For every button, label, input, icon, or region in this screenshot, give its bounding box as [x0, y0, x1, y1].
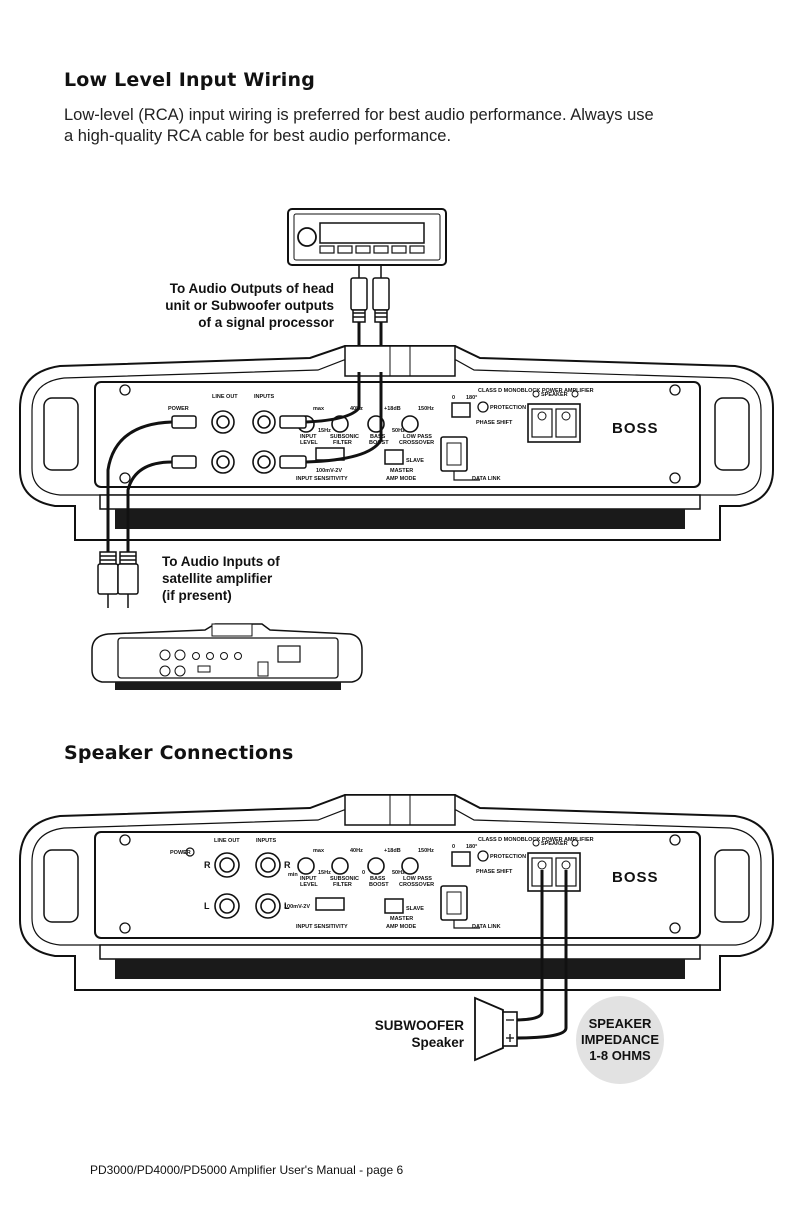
amp2-lowpass-2: CROSSOVER — [399, 882, 434, 888]
amp1-150hz-label: 150Hz — [418, 406, 434, 412]
amp1-slave: SLAVE — [406, 458, 424, 464]
amp1-amp-mode: AMP MODE — [386, 476, 416, 482]
amp1-phase-shift: PHASE SHIFT — [476, 420, 513, 426]
amp1-18db-label: +18dB — [384, 406, 401, 412]
amp2-min-label: min — [288, 872, 298, 878]
amp2-bass-boost-1: BASS — [370, 876, 386, 882]
intro-line-2: a high-quality RCA cable for best audio … — [64, 127, 452, 145]
callout-head-unit-outputs: To Audio Outputs of head unit or Subwoof… — [148, 280, 334, 331]
amplifier-2-illustration — [19, 794, 774, 991]
amp1-input-level-2: LEVEL — [300, 440, 318, 446]
amp1-bass-boost-1: BASS — [370, 434, 386, 440]
impedance-label: SPEAKER IMPEDANCE 1-8 OHMS — [576, 1016, 664, 1064]
amp2-phase-0: 0 — [452, 844, 455, 850]
callout-outputs-line-3: of a signal processor — [198, 315, 334, 330]
amp2-channel-l-right: L — [284, 901, 290, 911]
amp2-amp-mode: AMP MODE — [386, 924, 416, 930]
amp1-line-out-label: LINE OUT — [212, 394, 238, 400]
amp2-master: MASTER — [390, 916, 413, 922]
amp2-channel-r-left: R — [204, 860, 211, 870]
callout-outputs-line-2: unit or Subwoofer outputs — [165, 298, 334, 313]
amp1-protection: PROTECTION — [490, 405, 526, 411]
amp1-input-level-1: INPUT — [300, 434, 317, 440]
callout-inputs-line-2: satellite amplifier — [162, 571, 273, 586]
intro-line-1: Low-level (RCA) input wiring is preferre… — [64, 106, 654, 124]
amp2-line-out-label: LINE OUT — [214, 838, 240, 844]
amp2-sens-range: 100mV-2V — [284, 904, 310, 910]
amp1-15hz-label: 15Hz — [318, 428, 331, 434]
subwoofer-label: SUBWOOFER Speaker — [360, 1017, 464, 1051]
amp2-input-level-1: INPUT — [300, 876, 317, 882]
amp2-subsonic-2: FILTER — [333, 882, 352, 888]
amp2-channel-l-left: L — [204, 901, 210, 911]
subwoofer-speaker-illustration — [474, 996, 518, 1062]
impedance-label-line-1: SPEAKER — [588, 1016, 652, 1031]
amp2-phase-180: 180° — [466, 844, 477, 850]
callout-inputs-line-3: (if present) — [162, 588, 232, 603]
amp2-power-label: POWER — [170, 850, 191, 856]
amp1-input-sensitivity: INPUT SENSITIVITY — [296, 476, 348, 482]
amp1-40hz-label: 40Hz — [350, 406, 363, 412]
section-heading-low-level-input: Low Level Input Wiring — [64, 69, 316, 91]
amp2-subsonic-1: SUBSONIC — [330, 876, 359, 882]
subwoofer-label-line-1: SUBWOOFER — [374, 1018, 464, 1033]
page-footer: PD3000/PD4000/PD5000 Amplifier User's Ma… — [90, 1163, 404, 1177]
amp1-title: CLASS D MONOBLOCK POWER AMPLIFIER — [478, 388, 594, 394]
rca-plug-pair-bottom — [97, 551, 139, 608]
impedance-circle — [576, 996, 664, 1084]
amp2-speaker-label: SPEAKER — [541, 841, 568, 847]
amp1-brand-logo: BOSS — [612, 420, 659, 437]
amp2-0db-label: 0 — [362, 870, 365, 876]
amp2-brand-logo: BOSS — [612, 869, 659, 886]
amp2-40hz-label: 40Hz — [350, 848, 363, 854]
amp2-bass-boost-2: BOOST — [369, 882, 389, 888]
impedance-label-line-3: 1-8 OHMS — [589, 1048, 651, 1063]
amp2-channel-r-right: R — [284, 860, 291, 870]
amp2-18db-label: +18dB — [384, 848, 401, 854]
amp2-max-label: max — [313, 848, 325, 854]
amp1-max-label: max — [313, 406, 325, 412]
callout-satellite-inputs: To Audio Inputs of satellite amplifier (… — [162, 553, 342, 604]
amp1-power-label: POWER — [168, 406, 189, 412]
amp2-phase-shift: PHASE SHIFT — [476, 869, 513, 875]
amp2-lowpass-1: LOW PASS — [403, 876, 432, 882]
amp1-50hz-label: 50Hz — [392, 428, 405, 434]
amp2-data-link: DATA LINK — [472, 924, 501, 930]
subwoofer-label-line-2: Speaker — [411, 1035, 464, 1050]
amp1-subsonic-1: SUBSONIC — [330, 434, 359, 440]
head-unit-illustration — [287, 208, 447, 266]
amp2-title: CLASS D MONOBLOCK POWER AMPLIFIER — [478, 837, 594, 843]
amp1-data-link: DATA LINK — [472, 476, 501, 482]
amp1-master: MASTER — [390, 468, 413, 474]
callout-inputs-line-1: To Audio Inputs of — [162, 554, 280, 569]
amp1-bass-boost-2: BOOST — [369, 440, 389, 446]
amp1-phase-0: 0 — [452, 395, 455, 401]
section-heading-speaker-connections: Speaker Connections — [64, 742, 294, 764]
amp2-input-level-2: LEVEL — [300, 882, 318, 888]
amp2-50hz-label: 50Hz — [392, 870, 405, 876]
amplifier-1-illustration — [19, 345, 774, 541]
rca-plug-pair-top — [350, 266, 390, 323]
amp1-lowpass-1: LOW PASS — [403, 434, 432, 440]
amp1-phase-180: 180° — [466, 395, 477, 401]
amp2-slave: SLAVE — [406, 906, 424, 912]
amp2-15hz-label: 15Hz — [318, 870, 331, 876]
amp2-protection: PROTECTION — [490, 854, 526, 860]
amp2-input-sensitivity: INPUT SENSITIVITY — [296, 924, 348, 930]
callout-outputs-line-1: To Audio Outputs of head — [169, 281, 334, 296]
amp1-inputs-label: INPUTS — [254, 394, 275, 400]
amp1-sens-range: 100mV-2V — [316, 468, 342, 474]
amp1-subsonic-2: FILTER — [333, 440, 352, 446]
amp2-150hz-label: 150Hz — [418, 848, 434, 854]
amp1-lowpass-2: CROSSOVER — [399, 440, 434, 446]
amp1-speaker-label: SPEAKER — [541, 392, 568, 398]
satellite-amplifier-illustration — [91, 623, 363, 690]
impedance-label-line-2: IMPEDANCE — [580, 1032, 659, 1047]
amp2-inputs-label: INPUTS — [256, 838, 277, 844]
